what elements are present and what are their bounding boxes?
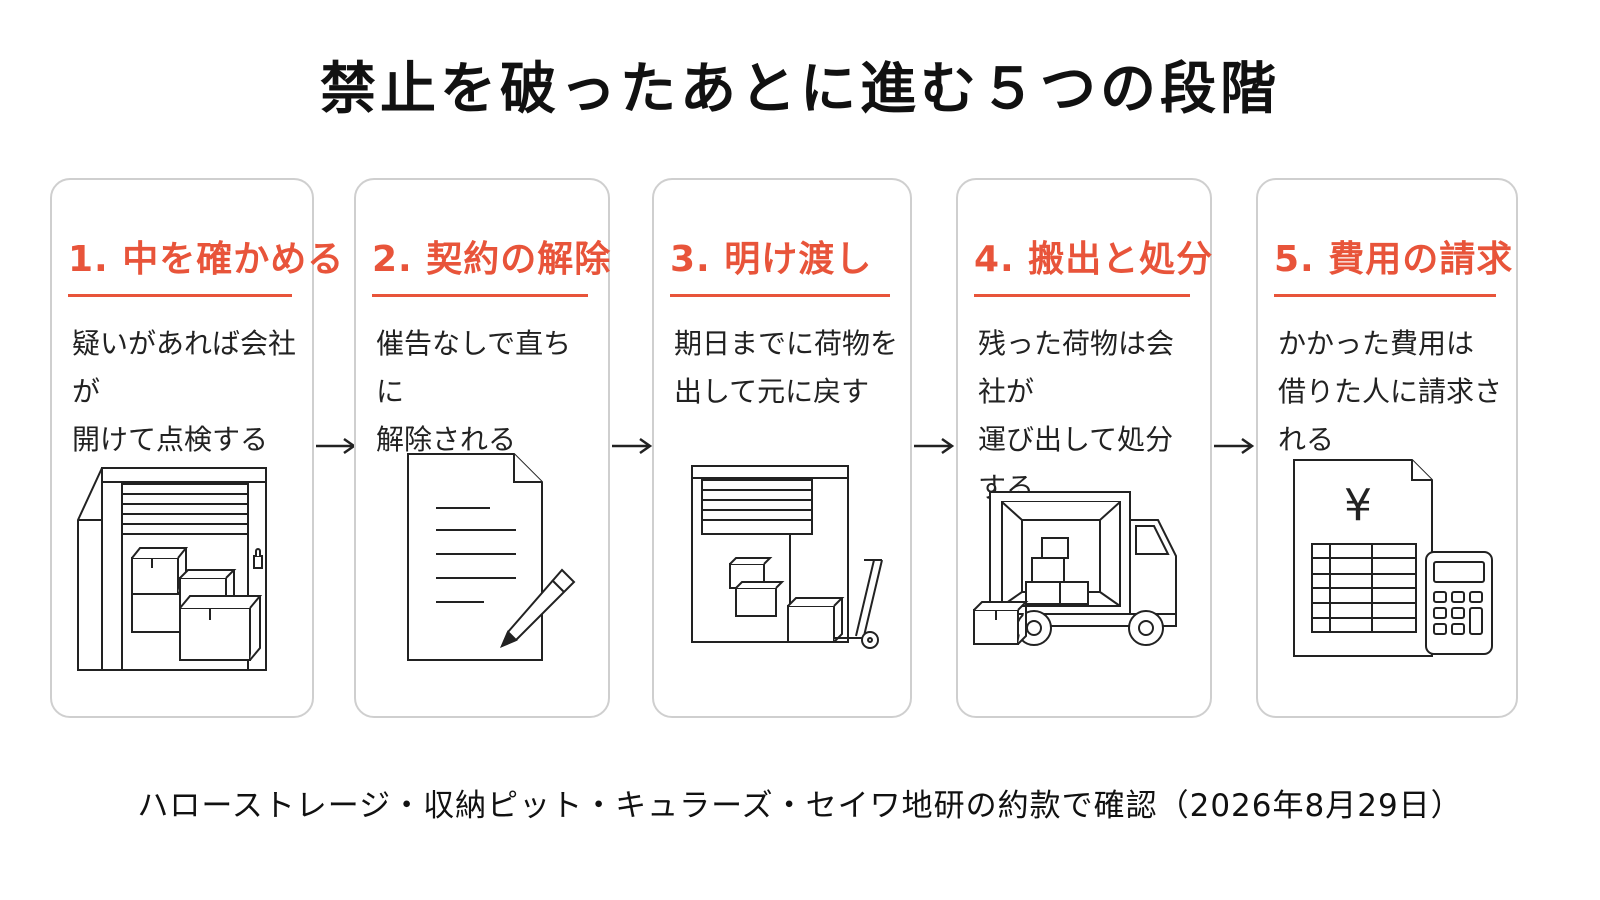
step-title: 3. 明け渡し xyxy=(670,239,873,280)
storage-unit-with-boxes-icon xyxy=(62,460,306,694)
step-title: 4. 搬出と処分 xyxy=(974,239,1214,280)
step-card-2: 2. 契約の解除 催告なしで直ちに 解除される xyxy=(354,178,610,718)
yen-symbol: ¥ xyxy=(1344,480,1372,531)
page-title: 禁止を破ったあとに進む５つの段階 xyxy=(320,57,1280,122)
arrow-right-icon xyxy=(1214,437,1255,455)
step-card-4: 4. 搬出と処分 残った荷物は会社が 運び出して処分する xyxy=(956,178,1212,718)
truck-with-boxes-icon xyxy=(968,460,1204,694)
source-footnote: ハローストレージ・収納ピット・キュラーズ・セイワ地研の約款で確認（2026年8月… xyxy=(137,788,1463,824)
invoice-calculator-icon: ¥ xyxy=(1268,459,1510,694)
step-divider xyxy=(372,294,588,297)
step-title: 5. 費用の請求 xyxy=(1274,239,1514,280)
step-description: 催告なしで直ちに 解除される xyxy=(376,327,572,456)
arrow-right-icon xyxy=(914,437,955,455)
step-card-1: 1. 中を確かめる 疑いがあれば会社が 開けて点検する xyxy=(50,178,343,718)
step-title: 1. 中を確かめる xyxy=(68,239,345,280)
step-description: 期日までに荷物を 出して元に戻す xyxy=(674,327,899,408)
arrow-right-icon xyxy=(612,437,653,455)
step-divider xyxy=(1274,294,1496,297)
step-divider xyxy=(68,294,292,297)
step-description: 残った荷物は会社が 運び出して処分する xyxy=(978,327,1175,504)
step-divider xyxy=(974,294,1190,297)
step-card-3: 3. 明け渡し 期日までに荷物を 出して元に戻す xyxy=(652,178,912,718)
step-card-5: 5. 費用の請求 かかった費用は 借りた人に請求される ¥ xyxy=(1256,178,1518,718)
step-description: かかった費用は 借りた人に請求される xyxy=(1278,327,1503,456)
document-with-pen-icon xyxy=(366,453,602,694)
storage-unit-hand-truck-icon xyxy=(664,460,904,694)
step-description: 疑いがあれば会社が 開けて点検する xyxy=(72,327,297,456)
step-divider xyxy=(670,294,890,297)
step-title: 2. 契約の解除 xyxy=(372,239,612,280)
arrow-right-icon xyxy=(316,437,357,455)
